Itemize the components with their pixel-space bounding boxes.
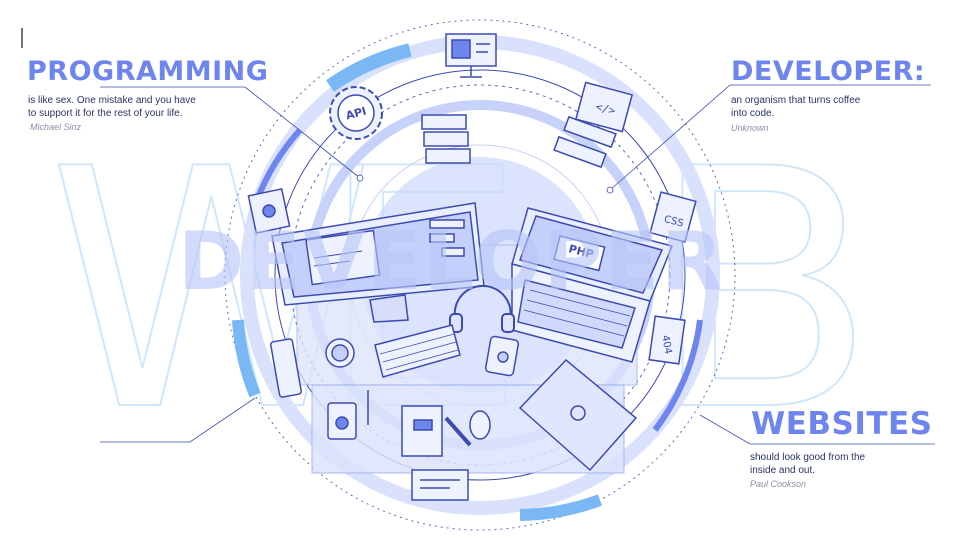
developer-title: DEVELOPER: bbox=[731, 56, 926, 87]
websites-quote-line-1: should look good from the bbox=[750, 452, 866, 463]
laptop-icon: PHP bbox=[511, 207, 674, 363]
programming-title: PROGRAMMING bbox=[27, 56, 269, 87]
websites-title: WEBSITES bbox=[751, 406, 933, 442]
bottom-device-icon bbox=[411, 469, 469, 501]
websites-quote-line-2: inside and out. bbox=[750, 465, 816, 476]
css-label: CSS bbox=[663, 214, 685, 230]
error-label: 404 bbox=[659, 334, 673, 355]
coffee-cup-icon bbox=[325, 338, 355, 368]
developer-quote-line-2: into code. bbox=[731, 108, 775, 119]
api-label: API bbox=[344, 105, 367, 123]
programming-quote-line-1: is like sex. One mistake and you have bbox=[28, 95, 196, 106]
programming-author: Michael Sinz bbox=[30, 122, 82, 132]
smartphone-icon bbox=[484, 335, 520, 377]
pencil-icon bbox=[444, 416, 472, 447]
svg-text:</>: </> bbox=[594, 100, 617, 118]
notebook-icon bbox=[401, 405, 443, 457]
websites-quote: should look good from the inside and out… bbox=[750, 451, 865, 477]
connector-lines bbox=[100, 84, 935, 445]
mouse-icon bbox=[469, 410, 491, 440]
css-file-icon: CSS bbox=[649, 191, 697, 243]
ghost-developer-word: DEVELOPER bbox=[178, 215, 725, 308]
developer-quote-line-1: an organism that turns coffee bbox=[731, 95, 861, 106]
error-404-icon: 404 bbox=[648, 315, 686, 365]
developer-author: Unknown bbox=[731, 123, 769, 133]
bug-icon bbox=[247, 187, 291, 235]
tablet-icon bbox=[518, 358, 638, 472]
api-gear-icon: API bbox=[329, 86, 383, 140]
small-monitor-icon bbox=[445, 33, 497, 78]
monitor-icon bbox=[271, 202, 485, 323]
websites-author: Paul Cookson bbox=[750, 479, 807, 489]
php-label: PHP bbox=[567, 242, 595, 261]
developer-quote: an organism that turns coffee into code. bbox=[731, 94, 860, 120]
mobile-icon bbox=[270, 338, 302, 398]
server-icon bbox=[421, 114, 471, 164]
code-window-icon: </> bbox=[553, 81, 634, 169]
programming-quote-line-2: to support it for the rest of your life. bbox=[28, 108, 183, 119]
programming-quote: is like sex. One mistake and you have to… bbox=[28, 94, 196, 120]
keyboard-icon bbox=[374, 324, 461, 378]
usb-drive-icon bbox=[327, 390, 369, 440]
